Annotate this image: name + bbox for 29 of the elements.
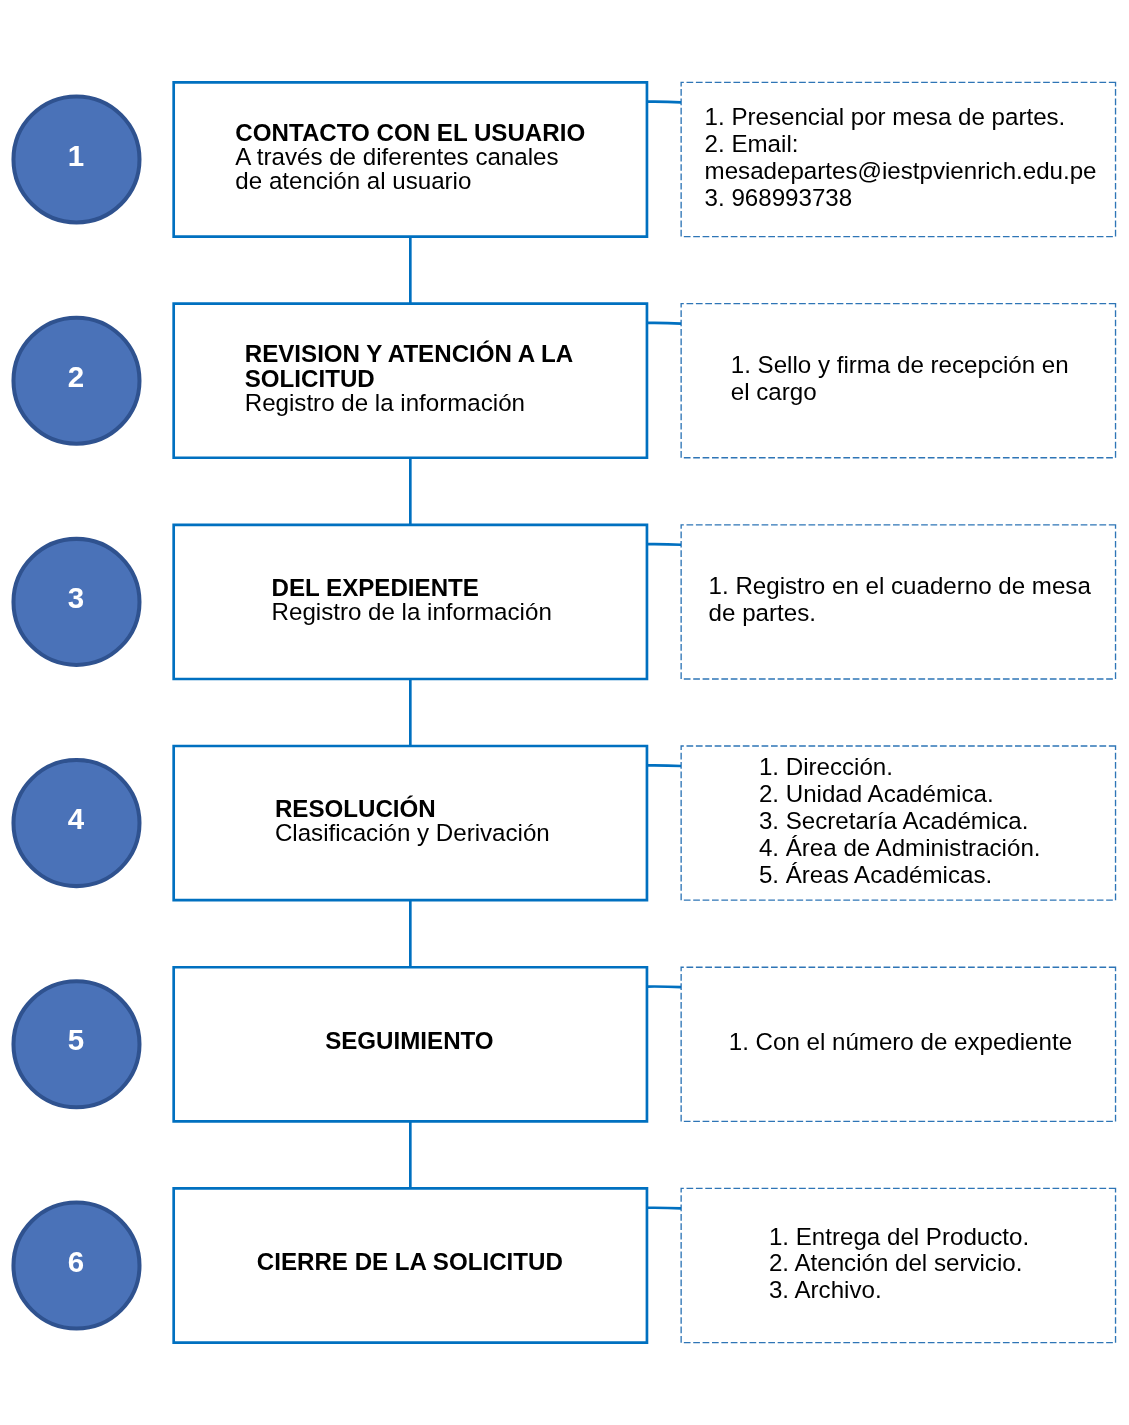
connector [647,542,682,547]
connector [409,236,412,304]
node-box: REVISION Y ATENCIÓN A LA SOLICITUD Registro de la información [172,302,649,460]
connector [409,457,412,525]
node-circle: 2 [11,315,142,446]
connector [647,100,682,104]
connector [409,900,412,967]
node-box: DEL EXPEDIENTE Registro de la información [172,523,649,681]
connector [647,985,682,989]
connector [647,1206,682,1210]
node-box: SEGUIMIENTO [172,965,649,1123]
node-box: 1. Entrega del Producto. 2. Atención del servicio. 3. Archivo. [680,1187,1117,1344]
node-box: 1. Dirección. 2. Unidad Académica. 3. Secretaría Académica. 4. Área de Administración. 5. Áreas Académicas. [680,745,1117,901]
node-circle: 4 [11,758,142,889]
node-box: CIERRE DE LA SOLICITUD [172,1187,649,1344]
node-circle: 5 [11,979,142,1110]
node-circle: 3 [11,536,142,667]
node-circle: 1 [11,94,142,225]
node-box: CONTACTO CON EL USUARIO A través de diferentes canales de atención al usuario [172,81,649,238]
node-circle: 6 [11,1200,142,1331]
connector [647,321,682,325]
node-box: 1. Con el número de expediente [680,966,1117,1123]
node-box: 1. Sello y firma de recepción en el cargo [680,302,1117,459]
connector [409,1121,412,1189]
node-box: RESOLUCIÓN Clasificación y Derivación [172,744,649,902]
node-box: 1. Registro en el cuaderno de mesa de partes. [680,524,1117,680]
connector [409,679,412,746]
node-box: 1. Presencial por mesa de partes. 2. Email: mesadepartes@iestpvienrich.edu.pe 3. 968993738 [680,81,1117,238]
connector [647,763,682,768]
